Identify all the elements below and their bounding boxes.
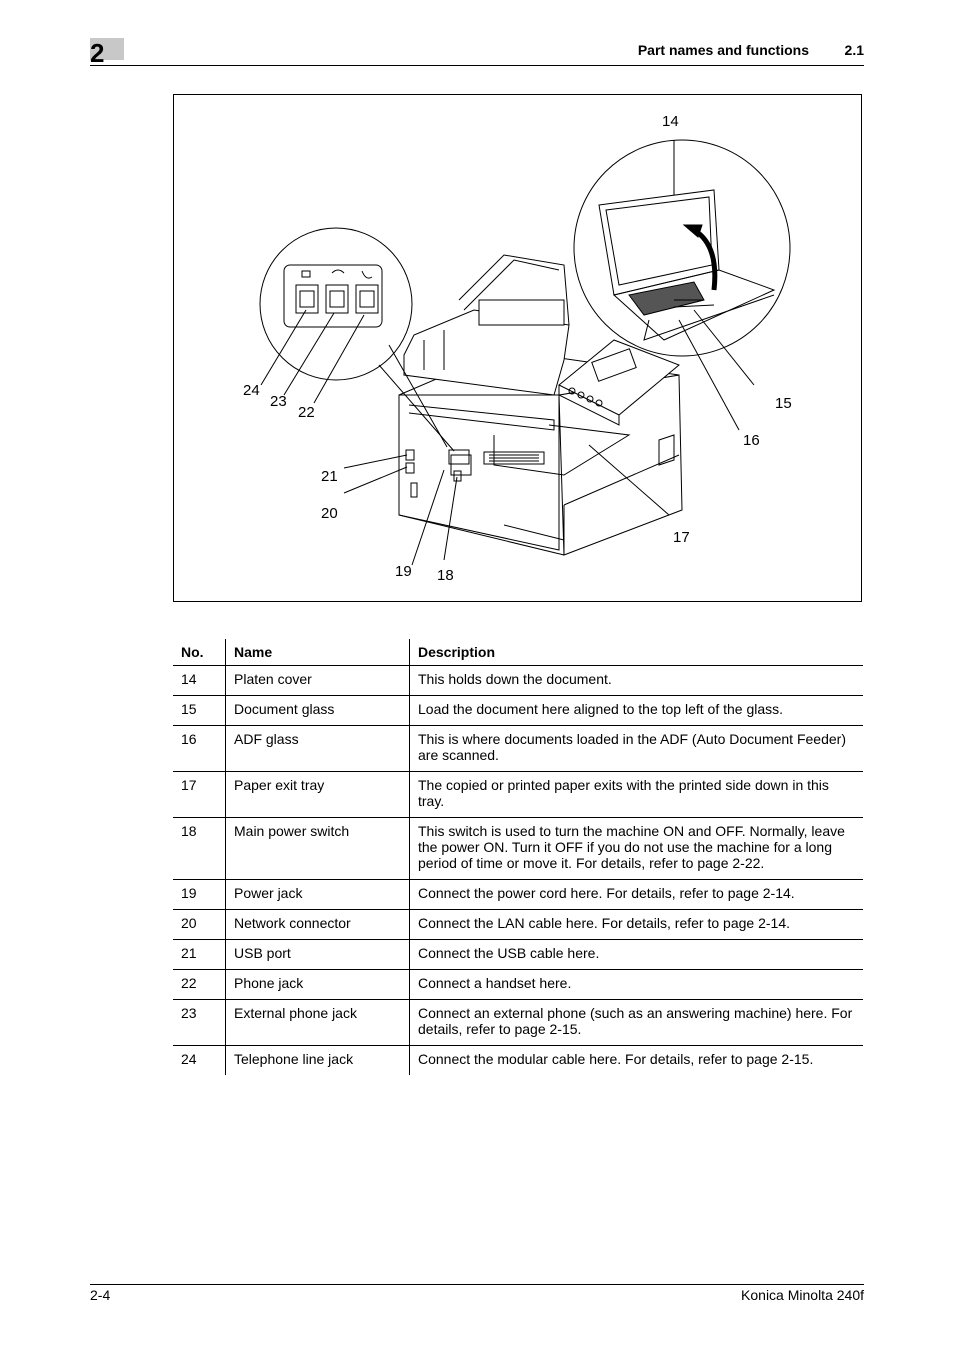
cell-name: USB port xyxy=(225,939,410,970)
product-name: Konica Minolta 240f xyxy=(741,1287,864,1303)
cell-description: The copied or printed paper exits with t… xyxy=(409,771,863,818)
callout-17: 17 xyxy=(673,529,690,546)
cell-name: Paper exit tray xyxy=(225,771,410,818)
cell-no: 19 xyxy=(173,879,226,910)
cell-name: ADF glass xyxy=(225,725,410,772)
chapter-tab xyxy=(90,38,124,60)
cell-description: Connect the LAN cable here. For details,… xyxy=(409,909,863,940)
control-panel xyxy=(558,339,680,426)
cell-no: 15 xyxy=(173,695,226,726)
cell-description: Load the document here aligned to the to… xyxy=(409,695,863,726)
scanner-detail xyxy=(573,139,791,357)
cell-description: Connect an external phone (such as an an… xyxy=(409,999,863,1046)
cell-name: Telephone line jack xyxy=(225,1045,410,1075)
footer-rule xyxy=(90,1284,864,1285)
cell-description: This holds down the document. xyxy=(409,665,863,696)
cell-name: Power jack xyxy=(225,879,410,910)
cell-no: 22 xyxy=(173,969,226,1000)
connector-detail xyxy=(259,227,455,452)
cell-no: 24 xyxy=(181,1051,197,1067)
cell-no: 21 xyxy=(173,939,226,970)
chapter-number: 2 xyxy=(90,38,105,68)
cell-no: 23 xyxy=(173,999,226,1046)
cell-no: 17 xyxy=(173,771,226,818)
cell-description: Connect a handset here. xyxy=(409,969,863,1000)
callout-15: 15 xyxy=(775,395,792,412)
cell-no: 16 xyxy=(173,725,226,772)
leader-lines xyxy=(260,140,755,566)
callout-19: 19 xyxy=(395,563,412,580)
cell-no: 14 xyxy=(173,665,226,696)
cell-no: 20 xyxy=(173,909,226,940)
callout-23: 23 xyxy=(270,393,287,410)
callout-21: 21 xyxy=(321,468,338,485)
column-header-description: Description xyxy=(409,639,863,666)
exit-tray xyxy=(493,424,631,476)
cell-name: External phone jack xyxy=(225,999,410,1046)
cell-description: Connect the power cord here. For details… xyxy=(409,879,863,910)
page-number: 2-4 xyxy=(90,1287,111,1303)
cell-description: This switch is used to turn the machine … xyxy=(409,817,863,880)
cell-description: Connect the modular cable here. For deta… xyxy=(409,1045,863,1075)
machine-drawing xyxy=(259,139,791,566)
header-rule xyxy=(90,65,864,66)
callout-16: 16 xyxy=(743,432,760,449)
cell-name: Platen cover xyxy=(225,665,410,696)
section-title: Part names and functions xyxy=(637,42,809,58)
callout-14: 14 xyxy=(662,113,679,130)
callout-22: 22 xyxy=(298,404,315,421)
cell-name: Network connector xyxy=(225,909,410,940)
adf-unit xyxy=(403,254,570,431)
cell-name: Document glass xyxy=(225,695,410,726)
cell-no: 18 xyxy=(173,817,226,880)
cell-description: Connect the USB cable here. xyxy=(409,939,863,970)
cell-name: Main power switch xyxy=(225,817,410,880)
column-header-no: No. xyxy=(173,639,226,666)
machine-illustration: 14 15 16 17 18 19 20 21 22 23 24 xyxy=(173,94,862,602)
table-header-row: No. Name Description xyxy=(173,639,863,666)
section-number: 2.1 xyxy=(844,42,864,58)
callout-24: 24 xyxy=(243,382,260,399)
cell-description: This is where documents loaded in the AD… xyxy=(409,725,863,772)
column-header-name: Name xyxy=(225,639,410,666)
cell-name: Phone jack xyxy=(225,969,410,1000)
callout-18: 18 xyxy=(437,567,454,584)
callout-20: 20 xyxy=(321,505,338,522)
